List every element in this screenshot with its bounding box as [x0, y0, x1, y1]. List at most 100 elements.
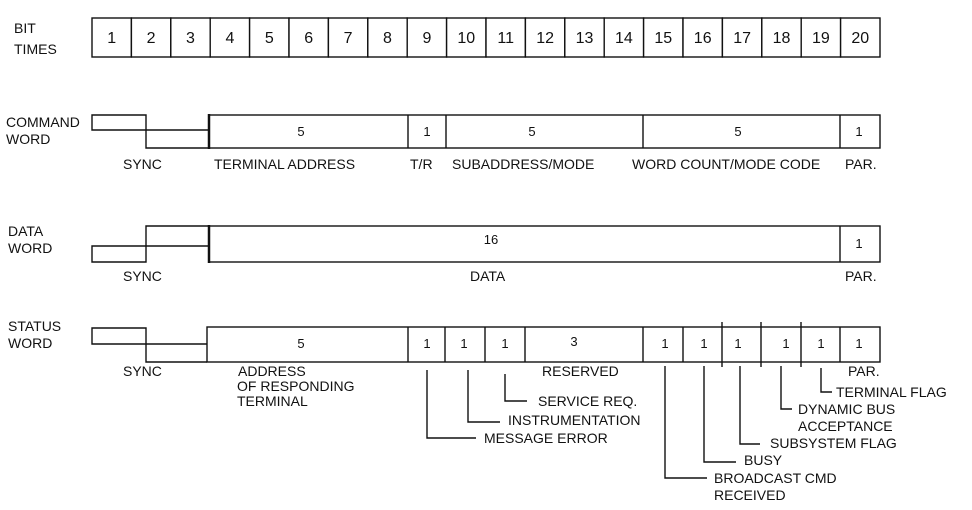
- message-error-label: MESSAGE ERROR: [484, 430, 608, 446]
- sync-waveform: [91, 114, 210, 149]
- bit-number: 15: [654, 30, 672, 47]
- parity-label: PAR.: [845, 268, 877, 284]
- status-word-box: [206, 326, 881, 363]
- data-word-row: DATA WORD 16 1 SYNC DATA PAR.: [8, 223, 881, 284]
- command-word-row: COMMAND WORD 5 1 5 5 1 SYNC TERMINAL ADD…: [6, 114, 881, 172]
- bit-number: 19: [812, 30, 830, 47]
- terminal-address-label: TERMINAL ADDRESS: [214, 156, 355, 172]
- bit-number: 18: [773, 30, 791, 47]
- single-bit-count: 1: [661, 336, 668, 351]
- reserved-label: RESERVED: [542, 363, 619, 379]
- terminal-address-bits: 5: [297, 124, 304, 139]
- data-label: DATA: [470, 268, 506, 284]
- bit-number: 6: [304, 30, 313, 47]
- busy-leader: [703, 366, 736, 463]
- bit-cell: 19: [800, 17, 842, 58]
- parity-bits: 1: [855, 236, 862, 251]
- bit-number: 9: [422, 30, 431, 47]
- data-word-box: [208, 225, 881, 263]
- bit-number: 13: [576, 30, 594, 47]
- parity-bits: 1: [855, 124, 862, 139]
- parity-label: PAR.: [845, 156, 877, 172]
- bit-cell: 15: [642, 17, 684, 58]
- subaddress-label: SUBADDRESS/MODE: [452, 156, 594, 172]
- subaddress-bits: 5: [528, 124, 535, 139]
- word-count-label: WORD COUNT/MODE CODE: [632, 156, 820, 172]
- bit-number: 5: [265, 30, 274, 47]
- service-req-label: SERVICE REQ.: [538, 393, 637, 409]
- bit-cell: 17: [721, 17, 763, 58]
- data-word-label-2: WORD: [8, 240, 52, 256]
- broadcast-label-1: BROADCAST CMD: [714, 470, 837, 486]
- bit-number: 12: [536, 30, 554, 47]
- bit-cell: 11: [485, 17, 527, 58]
- sync-label: SYNC: [123, 156, 162, 172]
- single-bit-count: 1: [501, 336, 508, 351]
- sync-label: SYNC: [123, 363, 162, 379]
- subsystem-leader: [739, 366, 760, 445]
- single-bit-count: 1: [817, 336, 824, 351]
- single-bit-count: 1: [460, 336, 467, 351]
- single-bit-count: 1: [782, 336, 789, 351]
- bit-number: 3: [186, 30, 195, 47]
- status-word-label-2: WORD: [8, 335, 52, 351]
- bit-cell: 12: [524, 17, 566, 58]
- bit-cell: 10: [445, 17, 487, 58]
- broadcast-leader: [664, 366, 707, 479]
- tr-bits: 1: [423, 124, 430, 139]
- word-count-bits: 5: [734, 124, 741, 139]
- bit-cell: 2: [130, 17, 172, 58]
- reserved-bits: 3: [570, 334, 577, 349]
- single-bit-count: 1: [734, 336, 741, 351]
- bit-cell: 4: [209, 17, 251, 58]
- broadcast-label-2: RECEIVED: [714, 487, 786, 503]
- bit-number: 16: [694, 30, 712, 47]
- bit-number: 14: [615, 30, 633, 47]
- bit-times-label-1: BIT: [14, 20, 36, 36]
- bit-number: 2: [147, 30, 156, 47]
- status-word-label-1: STATUS: [8, 318, 61, 334]
- bit-number: 10: [457, 30, 475, 47]
- data-word-label-1: DATA: [8, 223, 44, 239]
- tr-label: T/R: [410, 156, 433, 172]
- bit-cell: 13: [564, 17, 605, 58]
- bit-number: 1: [107, 30, 116, 47]
- instrumentation-label: INSTRUMENTATION: [508, 412, 640, 428]
- dynamic-bus-leader: [780, 366, 792, 410]
- bit-cell: 8: [367, 17, 408, 58]
- instrumentation-leader: [467, 370, 500, 423]
- single-bit-count: 1: [700, 336, 707, 351]
- command-word-label-1: COMMAND: [6, 114, 80, 130]
- dynamic-bus-label-2: ACCEPTANCE: [798, 418, 893, 434]
- service-req-leader: [504, 374, 527, 402]
- single-bit-count: 1: [423, 336, 430, 351]
- subsystem-flag-label: SUBSYSTEM FLAG: [770, 435, 897, 451]
- address-label-2: OF RESPONDING: [237, 378, 354, 394]
- single-bit-count: 1: [855, 336, 862, 351]
- terminal-flag-leader: [820, 368, 832, 393]
- bit-times-label-2: TIMES: [14, 41, 57, 57]
- bit-number: 7: [344, 30, 353, 47]
- dynamic-bus-label-1: DYNAMIC BUS: [798, 401, 895, 417]
- bit-cell: 5: [248, 17, 290, 58]
- bit-number: 4: [225, 30, 234, 47]
- command-word-label-2: WORD: [6, 131, 50, 147]
- bit-number: 17: [733, 30, 751, 47]
- bit-number: 20: [851, 30, 869, 47]
- bit-number: 11: [497, 30, 514, 47]
- bit-cell: 1: [91, 17, 133, 58]
- bit-cell: 7: [327, 17, 369, 58]
- bit-cell: 9: [406, 17, 448, 58]
- bit-cell: 6: [288, 17, 330, 58]
- address-label-3: TERMINAL: [237, 393, 308, 409]
- address-label-1: ADDRESS: [238, 363, 306, 379]
- bit-cell: 18: [761, 17, 802, 58]
- bit-cell: 16: [682, 17, 724, 58]
- command-word-box: [208, 114, 881, 149]
- message-error-leader: [426, 370, 476, 439]
- bit-cell: 14: [603, 17, 645, 58]
